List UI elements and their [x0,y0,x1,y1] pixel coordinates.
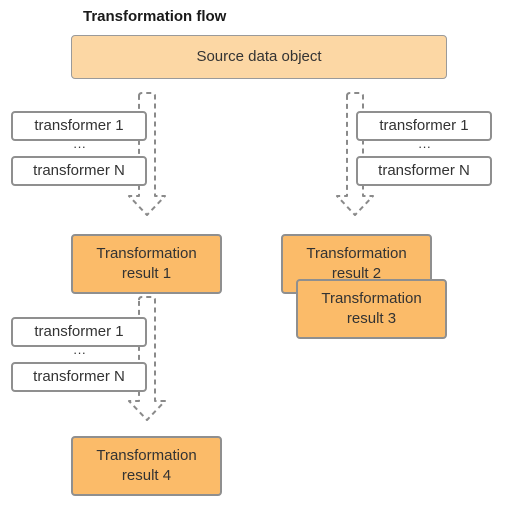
source-data-object: Source data object [71,35,447,79]
flow-arrow-left-top [128,92,166,216]
flow-arrow-right-top [336,92,374,216]
transformation-result-4: Transformation result 4 [71,436,222,496]
transformer-n-right: transformer N [356,156,492,186]
transformation-result-1: Transformation result 1 [71,234,222,294]
transformation-result-3: Transformation result 3 [296,279,447,339]
transformer-ellipsis-left-top: ··· [73,139,86,154]
transformer-ellipsis-left-bottom: ··· [73,345,86,360]
diagram-title: Transformation flow [83,8,227,25]
transformer-n-left-bottom: transformer N [11,362,147,392]
transformer-1-left-bottom: transformer 1 [11,317,147,347]
transformer-ellipsis-right: ··· [418,139,431,154]
transformer-1-right: transformer 1 [356,111,492,141]
transformer-n-left-top: transformer N [11,156,147,186]
transformer-1-left-top: transformer 1 [11,111,147,141]
flow-arrow-left-bottom [128,296,166,421]
